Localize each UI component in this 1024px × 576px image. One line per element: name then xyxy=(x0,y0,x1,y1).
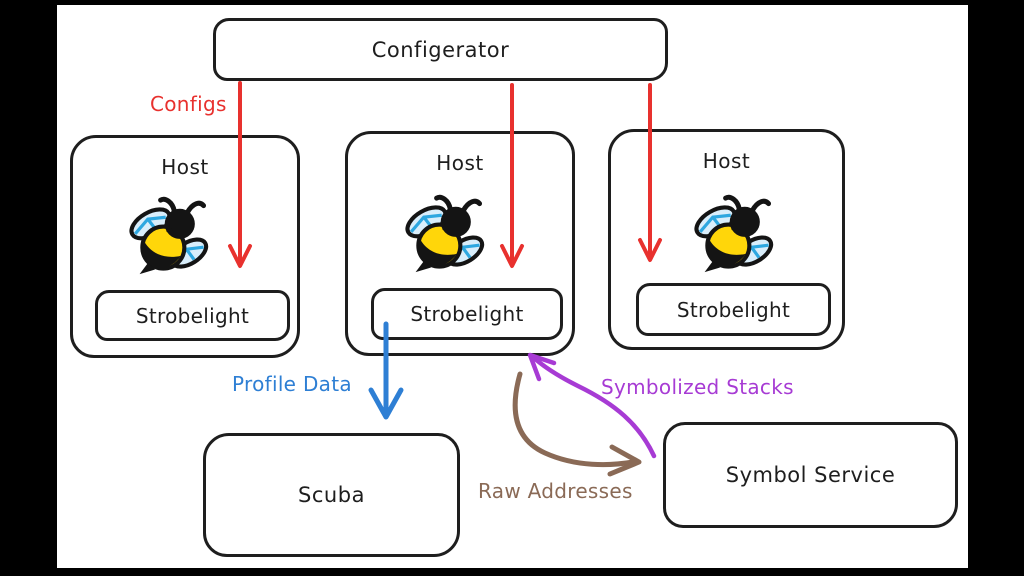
ebpf-bee-icon xyxy=(694,194,774,273)
host-node-1: Host Strobelight xyxy=(70,135,300,358)
profile-data-edge-label: Profile Data xyxy=(232,372,352,396)
symbol-service-node: Symbol Service xyxy=(663,422,958,528)
symbolized-stacks-edge-label: Symbolized Stacks xyxy=(601,375,794,399)
host-label: Host xyxy=(161,155,209,179)
host-label: Host xyxy=(702,149,751,173)
configerator-node: Configerator xyxy=(213,18,668,81)
symbol-service-label: Symbol Service xyxy=(725,463,896,487)
strobelight-node: Strobelight xyxy=(371,288,563,340)
host-node-3: Host Strobelight xyxy=(608,129,845,350)
strobelight-node: Strobelight xyxy=(636,283,831,336)
strobelight-label: Strobelight xyxy=(410,302,524,326)
strobelight-node: Strobelight xyxy=(95,290,290,341)
strobelight-label: Strobelight xyxy=(135,303,250,328)
raw-addresses-edge-label: Raw Addresses xyxy=(478,479,633,503)
ebpf-bee-icon xyxy=(129,196,209,275)
host-node-2: Host Strobelight xyxy=(345,131,575,356)
ebpf-bee-icon xyxy=(405,194,485,273)
strobelight-label: Strobelight xyxy=(676,297,791,322)
scuba-label: Scuba xyxy=(298,483,365,507)
configerator-label: Configerator xyxy=(371,37,510,62)
scuba-node: Scuba xyxy=(203,433,460,557)
configs-edge-label: Configs xyxy=(150,92,227,116)
host-label: Host xyxy=(436,151,484,175)
